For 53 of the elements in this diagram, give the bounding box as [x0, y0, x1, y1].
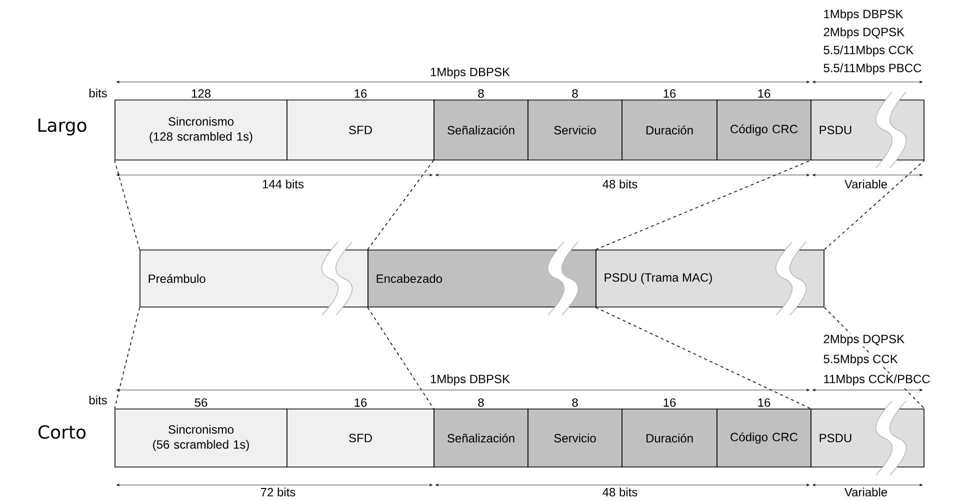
frame-section-box: Encabezado — [368, 250, 596, 308]
bit-count: 16 — [664, 398, 676, 407]
frame-section-box: PSDU (Trama MAC) — [596, 250, 824, 308]
field-box: SFD — [286, 408, 434, 468]
dimension-label: Variable — [843, 178, 889, 190]
connector-line — [114, 307, 140, 409]
dimension-label: 48 bits — [601, 486, 639, 498]
field-box: Código CRC — [716, 100, 812, 160]
bit-count: 16 — [664, 89, 676, 98]
rate-label: 5.5/11Mbps CCK — [822, 44, 915, 58]
field-box: Señalización — [434, 408, 528, 468]
bit-count: 56 — [194, 398, 208, 407]
row-title: Largo — [38, 118, 86, 136]
unit-label: bits — [89, 396, 107, 404]
connector-line — [595, 307, 811, 409]
rate-label: 2Mbps DQPSK — [822, 26, 906, 40]
field-box: Sincronismo (128 scrambled 1s) — [114, 100, 288, 160]
dimension-label: 72 bits — [259, 486, 297, 498]
field-box: Duración — [622, 100, 718, 160]
unit-label: bits — [89, 88, 107, 98]
bit-count: 8 — [572, 89, 578, 98]
field-box: Señalización — [434, 100, 528, 160]
bit-count: 16 — [758, 89, 770, 98]
bit-count: 16 — [758, 398, 770, 407]
bit-count: 16 — [354, 398, 367, 407]
bit-count: 128 — [192, 89, 210, 98]
connector-line — [367, 307, 434, 409]
dimension-label: 1Mbps DBPSK — [429, 66, 512, 80]
frame-section-box: Preámbulo — [140, 250, 368, 308]
row-title: Corto — [38, 425, 86, 439]
rate-label: 5.5/11Mbps PBCC — [822, 62, 923, 76]
bit-count: 8 — [572, 398, 578, 407]
rate-label: 11Mbps CCK/PBCC — [822, 373, 932, 387]
bit-count: 16 — [354, 89, 367, 98]
dimension-label: 1Mbps DBPSK — [429, 373, 512, 387]
bit-count: 8 — [478, 398, 484, 407]
dimension-label: 48 bits — [601, 178, 639, 190]
connector-line — [824, 160, 925, 250]
bit-count: 8 — [478, 89, 484, 98]
connector-line — [114, 160, 140, 250]
field-box: Código CRC — [716, 408, 812, 468]
connector-line — [367, 160, 434, 250]
field-box: Sincronismo (56 scrambled 1s) — [114, 408, 288, 468]
field-box: Servicio — [528, 100, 622, 160]
rate-label: 2Mbps DQPSK — [822, 333, 906, 347]
rate-label: 5.5Mbps CCK — [822, 353, 899, 367]
field-box: SFD — [286, 100, 434, 160]
dimension-label: 144 bits — [261, 178, 306, 190]
field-box: Servicio — [528, 408, 622, 468]
rate-label: 1Mbps DBPSK — [822, 8, 904, 22]
field-box: Duración — [622, 408, 718, 468]
connector-line — [595, 160, 811, 250]
dimension-label: Variable — [843, 486, 889, 498]
